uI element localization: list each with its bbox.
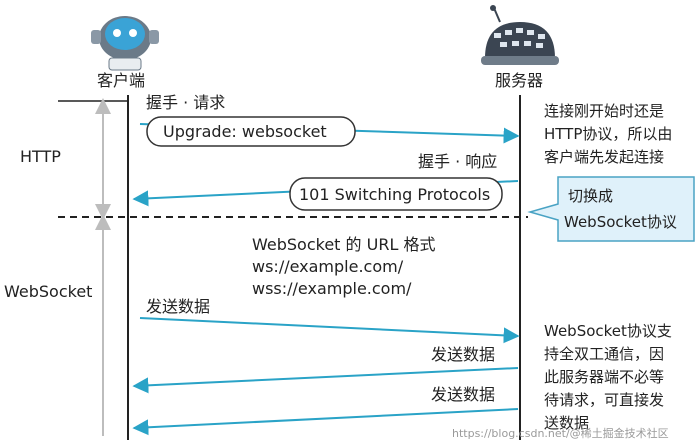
- client-send-arrow: [139, 317, 520, 344]
- connect-note-line-1: 连接刚开始时还是: [544, 102, 664, 120]
- handshake-response-pill: 101 Switching Protocols: [289, 177, 503, 211]
- fullduplex-note-line-3: 此服务器端不必等: [544, 368, 664, 386]
- connect-note-line-3: 客户端先发起连接: [544, 148, 664, 166]
- handshake-request-pill-text: Upgrade: websocket: [163, 122, 327, 141]
- handshake-response-label: 握手 · 响应: [418, 152, 497, 171]
- http-phase-label: HTTP: [20, 147, 61, 166]
- switch-callout-line-1: 切换成: [568, 187, 613, 205]
- fullduplex-note-line-4: 待请求，可直接发: [544, 391, 664, 409]
- fullduplex-note-line-1: WebSocket协议支: [544, 322, 672, 340]
- fullduplex-note: WebSocket协议支 持全双工通信，因 此服务器端不必等 待请求，可直接发 …: [544, 322, 672, 432]
- client-label: 客户端: [97, 71, 145, 90]
- server-send-arrow-1: [132, 367, 519, 394]
- server-send-label-2: 发送数据: [431, 385, 495, 404]
- url-format-block: WebSocket 的 URL 格式 ws://example.com/ wss…: [252, 235, 435, 298]
- watermark: https://blog.csdn.net/@稀土掘金技术社区: [452, 426, 669, 440]
- url-format-ws: ws://example.com/: [252, 257, 404, 276]
- server-robot-icon: [481, 5, 559, 65]
- client-send-label: 发送数据: [146, 297, 210, 316]
- server-send-label-1: 发送数据: [431, 345, 495, 364]
- fullduplex-note-line-5: 送数据: [544, 414, 589, 432]
- connect-note-line-2: HTTP协议，所以由: [544, 125, 672, 143]
- url-format-title: WebSocket 的 URL 格式: [252, 235, 435, 254]
- client-robot-icon: [91, 16, 159, 71]
- handshake-request-label: 握手 · 请求: [146, 93, 225, 112]
- switch-callout-line-2: WebSocket协议: [564, 213, 677, 231]
- handshake-response-pill-text: 101 Switching Protocols: [299, 185, 490, 204]
- websocket-phase-label: WebSocket: [4, 282, 92, 301]
- handshake-request-pill: Upgrade: websocket: [146, 116, 356, 147]
- server-label: 服务器: [495, 71, 543, 90]
- connect-note: 连接刚开始时还是 HTTP协议，所以由 客户端先发起连接: [544, 102, 672, 166]
- fullduplex-note-line-2: 持全双工通信，因: [544, 345, 664, 363]
- switch-callout: 切换成 WebSocket协议: [527, 176, 695, 242]
- url-format-wss: wss://example.com/: [252, 279, 412, 298]
- server-send-arrow-2: [132, 408, 519, 436]
